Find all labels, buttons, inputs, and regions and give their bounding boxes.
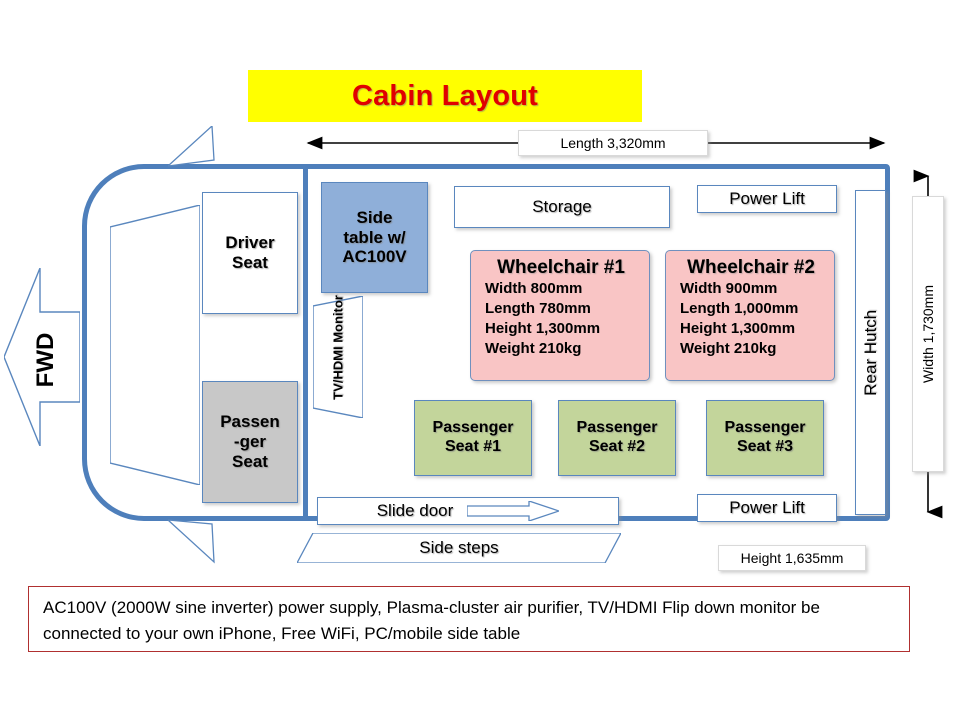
length-dimension-label: Length 3,320mm [518,130,708,156]
passenger-seat-3-line-1: Passenger [724,419,806,437]
wheelchair-2-title: Wheelchair #2 [687,257,815,278]
front-mirror-icon [168,126,215,167]
passenger-seat-2[interactable]: Passenger Seat #2 [558,400,676,476]
wheelchair-2-weight: Weight 210kg [680,339,777,357]
windshield-shape [110,205,200,485]
wheelchair-2-height: Height 1,300mm [680,319,796,337]
side-table-line-1: Side [356,207,393,227]
forward-direction-arrow [4,268,80,446]
passenger-seat-3[interactable]: Passenger Seat #3 [706,400,824,476]
passenger-seat-2-line-2: Seat #2 [588,438,646,455]
front-passenger-seat-label: Passen -ger Seat [220,412,280,471]
slide-door-arrow-icon [467,501,560,521]
wheelchair-1-width: Width 800mm [485,280,583,297]
front-passenger-seat[interactable]: Passen -ger Seat [202,381,298,503]
rear-mirror-icon [168,519,215,564]
power-lift-top[interactable]: Power Lift [697,185,837,213]
wheelchair-1-weight: Weight 210kg [485,339,582,357]
storage-label: Storage [532,197,592,217]
side-table-line-2: table w/ [343,227,406,247]
page-title-banner: Cabin Layout [248,70,642,122]
passenger-seat-2-label: Passenger Seat #2 [577,419,658,456]
tv-hdmi-monitor-shape[interactable] [313,296,363,418]
side-table-line-3: AC100V [342,247,407,267]
wheelchair-2-length: Length 1,000mm [680,299,799,317]
wheelchair-2-card[interactable]: Wheelchair #2 Width 900mm Length 1,000mm… [665,250,835,381]
width-dimension-text: Width 1,730mm [920,284,937,384]
passenger-seat-3-label: Passenger Seat #3 [725,419,806,456]
front-passenger-seat-line-2: -ger [233,432,267,452]
side-table-label: Side table w/ AC100V [342,208,406,267]
power-lift-bottom-label: Power Lift [729,498,805,518]
front-passenger-seat-line-3: Seat [232,451,268,471]
features-caption: AC100V (2000W sine inverter) power suppl… [28,586,910,652]
passenger-seat-1-label: Passenger Seat #1 [433,419,514,456]
rear-hutch-label: Rear Hutch [860,309,880,396]
wheelchair-1-length: Length 780mm [485,299,591,317]
height-dimension-label: Height 1,635mm [718,545,866,571]
driver-seat-line-1: Driver [225,233,275,253]
front-passenger-seat-line-1: Passen [220,412,280,432]
driver-seat[interactable]: Driver Seat [202,192,298,314]
driver-seat-line-2: Seat [232,253,268,272]
passenger-seat-1[interactable]: Passenger Seat #1 [414,400,532,476]
side-steps-shape[interactable] [297,533,621,563]
power-lift-bottom[interactable]: Power Lift [697,494,837,522]
driver-seat-label: Driver Seat [225,233,274,272]
passenger-seat-1-line-1: Passenger [432,419,514,437]
wheelchair-2-width: Width 900mm [680,280,778,297]
passenger-seat-2-line-1: Passenger [576,419,658,437]
storage-compartment[interactable]: Storage [454,186,670,228]
passenger-seat-1-line-2: Seat #1 [444,438,502,455]
length-dimension-text: Length 3,320mm [560,135,666,151]
slide-door[interactable]: Slide door [317,497,619,525]
wheelchair-1-title: Wheelchair #1 [497,257,625,278]
height-dimension-text: Height 1,635mm [740,550,844,566]
passenger-seat-3-line-2: Seat #3 [736,438,794,455]
wheelchair-1-height: Height 1,300mm [485,319,601,337]
slide-door-label: Slide door [376,501,454,520]
power-lift-top-label: Power Lift [729,189,805,209]
cabin-divider-line [303,164,308,521]
wheelchair-1-card[interactable]: Wheelchair #1 Width 800mm Length 780mm H… [470,250,650,381]
features-caption-text: AC100V (2000W sine inverter) power suppl… [43,598,820,644]
side-table-ac100v[interactable]: Side table w/ AC100V [321,182,428,293]
rear-hutch[interactable]: Rear Hutch [855,190,886,515]
width-dimension-label: Width 1,730mm [912,196,944,472]
page-title: Cabin Layout [351,79,539,112]
